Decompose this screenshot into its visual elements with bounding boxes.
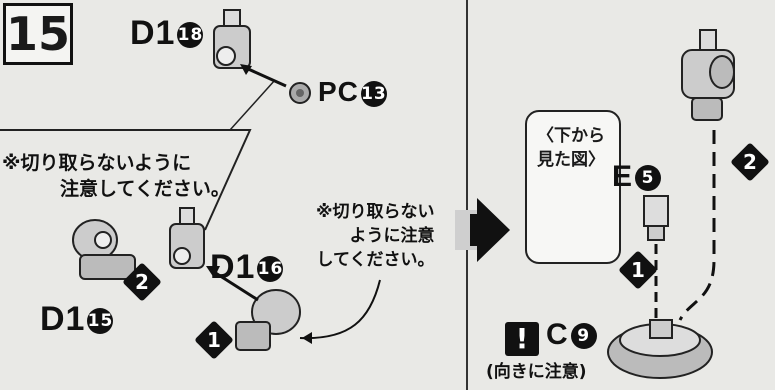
part-e-5-drawing [643,195,669,241]
step-badge-1-left: 1 [194,320,234,360]
bottom-view-callout: 〈下から 見た図〉 [525,110,621,264]
warning-icon: ! [505,322,539,356]
part-d1-15-drawing [72,219,136,280]
step-badge-2-right: 2 [730,142,770,182]
note-do-not-cut-left: ※切り取らないように 注意してください。 [2,152,230,200]
step-badge-2-left: 2 [122,262,162,302]
base-c-9-drawing [607,319,713,379]
panel-divider [466,0,468,390]
note-do-not-cut-middle: ※切り取らない ように注意 してください。 [316,202,435,270]
step-badge-1-right: 1 [618,250,658,290]
bottom-view-label: 〈下から 見た図〉 [537,126,605,170]
part-d1-18-drawing [213,9,251,69]
part-d1-16-drawing [235,289,301,351]
arm-joint-drawing [681,29,735,121]
step-number: 15 [3,3,73,65]
orientation-caution: (向きに注意) [486,362,587,382]
polycap-pc-13-drawing [289,82,311,104]
part-d1-18-assembled-drawing [169,207,205,269]
next-step-arrow [455,198,510,262]
